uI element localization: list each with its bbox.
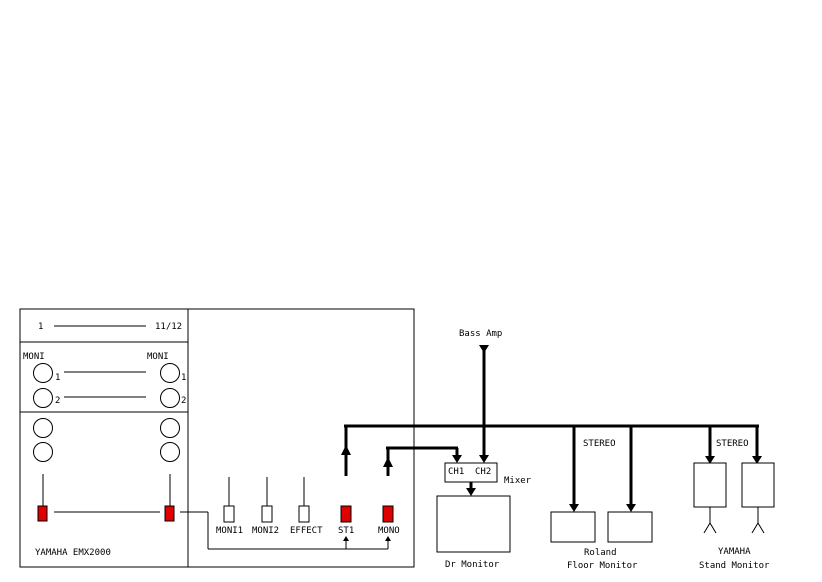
roland-monitor-left	[550, 511, 596, 543]
knob-send2-right[interactable]	[160, 388, 180, 408]
channel-first-label: 1	[38, 322, 43, 332]
mixer-out-arrow-icon	[466, 488, 476, 496]
roland-floor-monitors: STEREO Roland Floor Monitor	[550, 439, 653, 571]
mixer-console: 1 11/12 MONI MONI 1 1 2 2 YAMAHA EMX2000	[19, 308, 415, 568]
drum-mixer: CH1 CH2 Mixer Dr Monitor	[436, 462, 532, 570]
label-st1: ST1	[338, 526, 354, 536]
dr-monitor-label: Dr Monitor	[445, 560, 500, 570]
send2-left-label: 2	[55, 396, 60, 406]
label-effect: EFFECT	[290, 526, 323, 536]
roland-stereo-label: STEREO	[583, 439, 616, 449]
mono-bus-arrow-icon	[385, 536, 391, 541]
yamaha-label-line2: Stand Monitor	[699, 561, 770, 571]
dr-monitor-box	[436, 495, 511, 553]
knob-send1-right[interactable]	[160, 363, 180, 383]
yamaha-monitor-right	[741, 462, 775, 508]
channel-last-label: 11/12	[155, 322, 182, 332]
send1-right-label: 1	[181, 373, 186, 383]
send1-left-label: 1	[55, 373, 60, 383]
st1-bus-arrow-icon	[343, 536, 349, 541]
roland-monitor-right	[607, 511, 653, 543]
roland-left-arrow-icon	[569, 504, 579, 512]
roland-label-line2: Floor Monitor	[567, 561, 638, 571]
send2-right-label: 2	[181, 396, 186, 406]
yamaha-stereo-label: STEREO	[716, 439, 749, 449]
yamaha-left-stand-leg-a	[703, 522, 711, 534]
yamaha-left-arrow-icon	[705, 456, 715, 464]
label-mono: MONO	[378, 526, 400, 536]
ch2-label: CH2	[475, 467, 491, 477]
fader-st1[interactable]	[340, 505, 352, 523]
knob-b-right[interactable]	[160, 442, 180, 462]
label-moni2: MONI2	[252, 526, 279, 536]
knob-send2-left[interactable]	[33, 388, 53, 408]
bass-amp-label: Bass Amp	[459, 329, 502, 339]
yamaha-label-line1: YAMAHA	[718, 547, 751, 557]
master-outputs: MONI1 MONI2 EFFECT ST1 MONO	[180, 477, 400, 550]
mixer-label: Mixer	[504, 476, 532, 486]
mono-up-arrow-icon	[383, 457, 393, 467]
yamaha-right-arrow-icon	[752, 456, 762, 464]
fader-ch11-12[interactable]	[164, 505, 175, 522]
yamaha-left-stand-leg-b	[709, 522, 717, 534]
fader-moni1[interactable]	[223, 505, 235, 523]
yamaha-right-stand-leg-a	[751, 522, 759, 534]
ch1-arrow-icon	[452, 455, 462, 463]
fader-ch1[interactable]	[37, 505, 48, 522]
yamaha-stand-monitors: STEREO YAMAHA Stand Monitor	[693, 439, 775, 571]
console-outer-frame	[19, 308, 415, 568]
fader-mono[interactable]	[382, 505, 394, 523]
yamaha-right-stand-leg-b	[757, 522, 765, 534]
bass-amp-top-arrow-icon	[479, 345, 489, 353]
knob-send1-left[interactable]	[33, 363, 53, 383]
label-moni1: MONI1	[216, 526, 243, 536]
knob-b-left[interactable]	[33, 442, 53, 462]
knob-a-right[interactable]	[160, 418, 180, 438]
ch1-label: CH1	[448, 467, 464, 477]
roland-label-line1: Roland	[584, 548, 617, 558]
moni-left-label: MONI	[23, 352, 45, 362]
st1-up-arrow-icon	[341, 445, 351, 455]
ch2-arrow-icon	[479, 455, 489, 463]
yamaha-monitor-left	[693, 462, 727, 508]
signal-lines	[341, 345, 762, 512]
fader-effect[interactable]	[298, 505, 310, 523]
moni-right-label: MONI	[147, 352, 169, 362]
fader-moni2[interactable]	[261, 505, 273, 523]
roland-right-arrow-icon	[626, 504, 636, 512]
console-brand-label: YAMAHA EMX2000	[35, 548, 111, 558]
knob-a-left[interactable]	[33, 418, 53, 438]
